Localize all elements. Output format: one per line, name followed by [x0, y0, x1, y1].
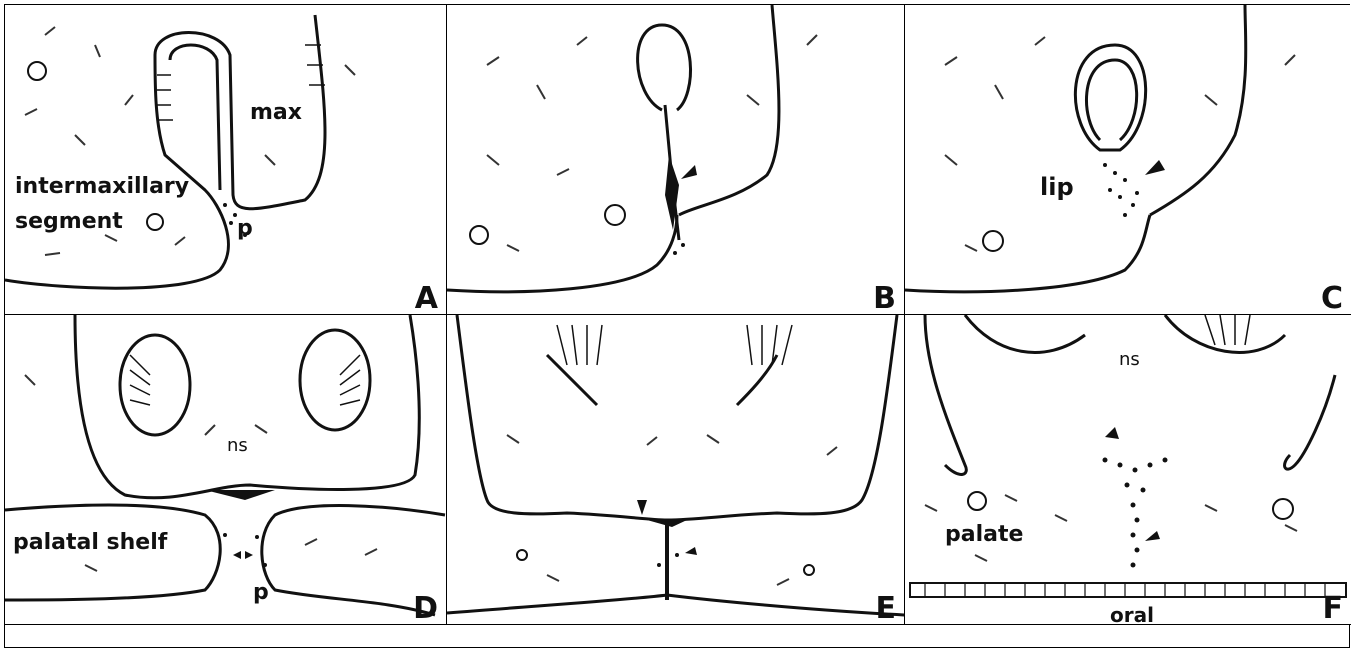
figure-frame: max intermaxillary segment p A — [4, 4, 1350, 648]
label-ns: ns — [1119, 351, 1140, 370]
panel-letter-f: F — [1323, 594, 1344, 624]
panel-b: B — [447, 5, 905, 315]
label-p: p — [253, 581, 269, 604]
panel-d-illustration — [5, 315, 447, 625]
panel-letter-e: E — [876, 594, 897, 624]
panel-e-illustration — [447, 315, 905, 625]
label-oral: oral — [1110, 605, 1154, 625]
panel-d: ns palatal shelf p D — [5, 315, 447, 625]
panel-letter-c: C — [1321, 284, 1343, 314]
label-max: max — [250, 101, 302, 124]
label-lip: lip — [1040, 175, 1074, 200]
panel-letter-d: D — [413, 594, 438, 624]
panel-letter-b: B — [873, 284, 896, 314]
panel-f: ns palate oral F — [905, 315, 1351, 625]
label-palate: palate — [945, 523, 1023, 546]
label-ns: ns — [227, 437, 248, 456]
label-palatal-shelf: palatal shelf — [13, 531, 167, 554]
panel-letter-a: A — [415, 284, 438, 314]
panel-e: E — [447, 315, 905, 625]
label-intermaxillary: intermaxillary — [15, 175, 189, 198]
panel-b-illustration — [447, 5, 905, 315]
label-p: p — [237, 217, 253, 240]
label-segment: segment — [15, 210, 123, 233]
panel-a-illustration — [5, 5, 447, 315]
panel-c: lip C — [905, 5, 1351, 315]
panel-a: max intermaxillary segment p A — [5, 5, 447, 315]
panel-c-illustration — [905, 5, 1351, 315]
